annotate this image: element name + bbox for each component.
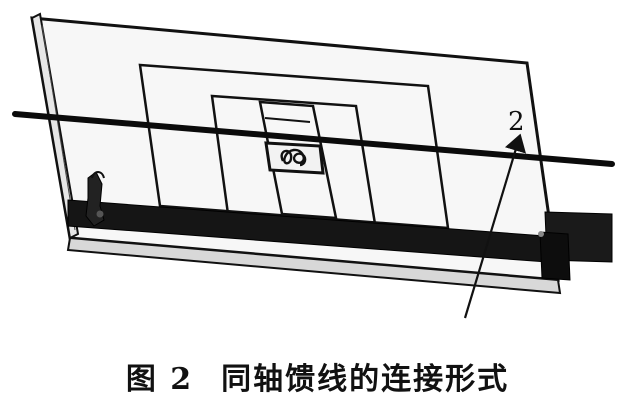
feed-strip (258, 100, 338, 220)
coaxial-feed-line (12, 111, 615, 167)
callout-label: 2 (508, 107, 525, 137)
coaxial-connector (538, 211, 613, 281)
board-left-edge (30, 12, 80, 240)
connector-flange (539, 231, 571, 281)
outer-patch-outline (138, 63, 450, 230)
figure-number: 图 2 (125, 362, 194, 397)
connector-pin (538, 231, 544, 237)
clip-hook (91, 171, 105, 179)
clip-screw (96, 210, 104, 218)
figure-caption: 图 2 同轴馈线的连接形式 (0, 352, 635, 408)
board-inner-edge-line (41, 24, 76, 231)
coupling-slot (264, 141, 325, 175)
callout-arrow (463, 133, 526, 319)
figure-title: 同轴馈线的连接形式 (221, 362, 510, 397)
board-front-edge (66, 236, 562, 295)
antenna-assembly-diagram: 2 (12, 12, 615, 319)
loop-element-icon (280, 148, 307, 167)
mounting-clip (85, 171, 105, 227)
feed-strip-inner-line (264, 117, 311, 123)
